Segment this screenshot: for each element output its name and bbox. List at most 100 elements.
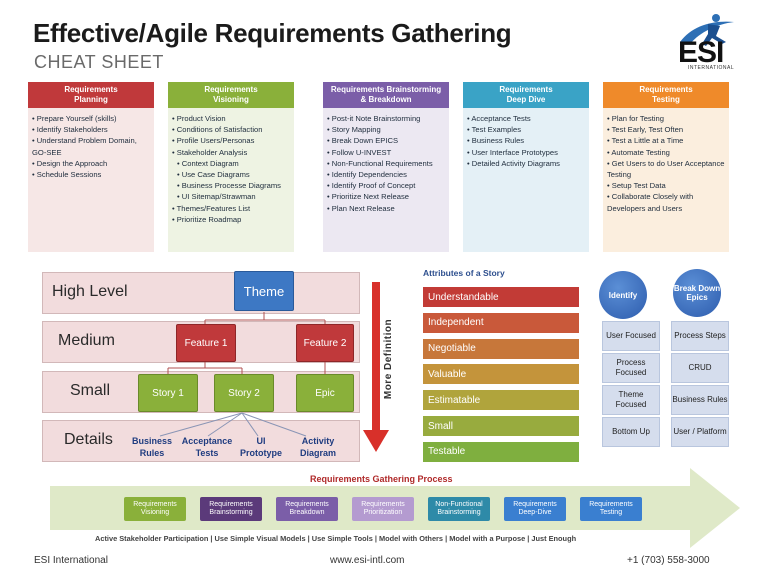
story2-box: Story 2 xyxy=(214,374,274,412)
phase-column-body: • Acceptance Tests• Test Examples• Busin… xyxy=(463,108,589,252)
phase-column-item: • Test a Little at a Time xyxy=(607,136,684,146)
phase-column-item: • Break Down EPICS xyxy=(327,136,399,146)
phase-column-item: • Test Early, Test Often xyxy=(607,125,684,135)
theme-box: Theme xyxy=(234,271,294,311)
phase-column-body: • Post-it Note Brainstorming • Story Mapp… xyxy=(323,108,449,252)
phase-column-header-text: Planning xyxy=(74,95,108,104)
attributes-title: Attributes of a Story xyxy=(423,268,505,278)
story-attribute: Testable xyxy=(423,441,579,462)
phase-column-item: • Non-Functional Requirements xyxy=(327,158,433,168)
detail-ui-prototype: UI Prototype xyxy=(239,436,282,458)
process-step-text: Prioritization xyxy=(363,509,403,516)
story1-box: Story 1 xyxy=(138,374,198,412)
breakdown-cell: User / Platform xyxy=(671,417,729,447)
footer-url[interactable]: www.esi-intl.com xyxy=(330,555,405,566)
phase-column-header-text: Requirements xyxy=(499,85,553,94)
phase-column-item: • Profile Users/Personas xyxy=(172,136,255,146)
phase-column-header-text: Requirements xyxy=(204,85,258,94)
page-title: Effective/Agile Requirements Gathering xyxy=(33,18,512,48)
process-step-text: Requirements xyxy=(361,501,405,508)
phase-column-item: • Test Examples xyxy=(467,125,522,135)
breakdown-cell: Process Steps xyxy=(671,321,729,351)
level-band-high xyxy=(42,272,360,314)
logo-text: ESI xyxy=(678,36,724,69)
phase-column-item: • User Interface Prototypes xyxy=(467,147,558,157)
phase-column-item: • Business Processe Diagrams xyxy=(177,181,281,191)
phase-column-item: • Plan Next Release xyxy=(327,203,395,213)
process-step-text: Requirements xyxy=(285,501,329,508)
phase-column-item: • Prioritize Roadmap xyxy=(172,214,242,224)
page-subtitle: CHEAT SHEET xyxy=(34,52,164,72)
phase-column-item: • Detailed Activity Diagrams xyxy=(467,158,560,168)
identify-cell: Theme Focused xyxy=(602,385,660,415)
phase-column-item: • Story Mapping xyxy=(327,125,381,135)
story-attribute: Independent xyxy=(423,312,579,333)
phase-column-header-text: Visioning xyxy=(213,95,249,104)
story-attribute: Negotiable xyxy=(423,338,579,359)
process-step-text: Deep-Dive xyxy=(518,509,552,516)
detail-activity-diagram: Activity Diagram xyxy=(299,436,336,458)
phase-column-item: • Use Case Diagrams xyxy=(177,170,250,180)
detail-acceptance-tests: Acceptance Tests xyxy=(181,436,233,458)
footer-phone: +1 (703) 558-3000 xyxy=(627,555,710,566)
story-attribute: Valuable xyxy=(423,364,579,385)
level-label-medium: Medium xyxy=(58,332,115,349)
phase-column-item: • Business Rules xyxy=(467,136,525,146)
breakdown-circle: Break Down Epics xyxy=(673,269,721,317)
feature1-box: Feature 1 xyxy=(176,324,236,362)
process-step-text: Requirements xyxy=(513,501,557,508)
process-step-text: Brainstorming xyxy=(209,509,253,516)
more-definition-label: More Definition xyxy=(383,318,394,400)
process-step-text: Visioning xyxy=(140,509,170,516)
phase-column-item: • Stakeholder Analysis xyxy=(172,147,248,157)
process-step-text: Requirements xyxy=(133,501,177,508)
phase-column-body: • Plan for Testing • Test Early, Test Oft… xyxy=(603,108,729,252)
phase-column-body: • Prepare Yourself (skills) • Identify St… xyxy=(28,108,154,252)
phase-column-item: • Follow U-INVEST xyxy=(327,147,392,157)
process-step-text: Breakdown xyxy=(289,509,325,516)
phase-column-body: • Product Vision• Conditions of Satisfac… xyxy=(168,108,294,252)
breakdown-cell: CRUD xyxy=(671,353,729,383)
detail-business-rules: Business Rules xyxy=(131,436,173,458)
phase-column-item: • Themes/Features List xyxy=(172,203,251,213)
story-attribute: Small xyxy=(423,416,579,436)
phase-column-item: • Identify Stakeholders xyxy=(32,125,108,135)
process-step-text: Requirements xyxy=(209,501,253,508)
phase-column-header-text: Requirements xyxy=(64,85,118,94)
phase-column-item: • Identify Proof of Concept xyxy=(327,181,416,191)
story-attribute: Understandable xyxy=(423,287,579,307)
logo-subtext: INTERNATIONAL xyxy=(688,65,735,71)
phase-column-item: • Prepare Yourself (skills) xyxy=(32,114,117,123)
epic-box: Epic xyxy=(296,374,354,412)
phase-column-header: Requirements Brainstorming& Breakdown xyxy=(323,82,449,108)
process-step-text: Brainstorming xyxy=(437,509,481,516)
process-step-text: Requirements xyxy=(589,501,633,508)
breakdown-cell: Business Rules xyxy=(671,385,729,415)
phase-column-item: • Plan for Testing xyxy=(607,114,664,123)
phase-column-item: • Understand Problem Domain, GO-SEE xyxy=(32,136,137,157)
phase-column-header-text: & Breakdown xyxy=(360,95,412,104)
phase-column-item: • Identify Dependencies xyxy=(327,170,407,180)
identify-cell: Process Focused xyxy=(602,353,660,383)
phase-column-item: • Collaborate Closely with Developers an… xyxy=(607,192,694,213)
process-step-text: Testing xyxy=(599,509,623,516)
identify-circle: Identify xyxy=(599,271,647,319)
phase-column-item: • Post-it Note Brainstorming xyxy=(327,114,421,123)
phase-column-2: Requirements Brainstorming& Breakdown• P… xyxy=(323,82,449,252)
identify-cell: Bottom Up xyxy=(602,417,660,447)
phase-column-item: • Context Diagram xyxy=(177,158,239,168)
phase-column-item: • Get Users to do User Acceptance Testin… xyxy=(607,158,725,180)
